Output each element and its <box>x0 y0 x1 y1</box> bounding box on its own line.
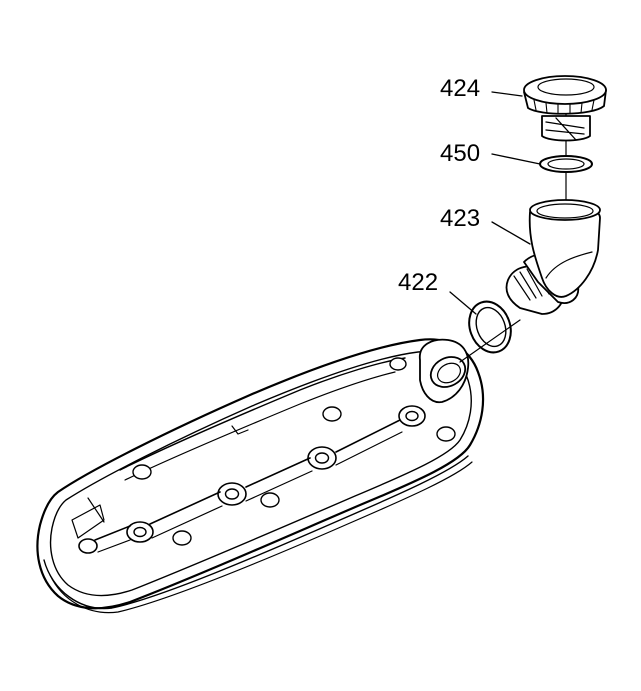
leader-lines <box>449 91 541 315</box>
boss-row <box>132 357 456 546</box>
boss <box>389 357 407 371</box>
valve-cover-inner-rim <box>49 350 472 597</box>
valve-cover-outer-rim <box>36 338 485 610</box>
valve-cover-baffle <box>124 371 396 481</box>
filler-cap-part <box>523 75 607 142</box>
valve-cover-end-line <box>87 497 105 523</box>
oring-outer <box>468 300 512 354</box>
oring-inner <box>475 306 507 348</box>
boss <box>322 406 342 422</box>
valve-cover-flange-edge <box>49 461 473 614</box>
boss <box>172 530 192 546</box>
filler-cap-grip-ribs <box>533 99 595 115</box>
bolt-grommet-hole <box>314 452 330 464</box>
oil-fill-opening-inner <box>436 362 462 384</box>
bolt-grommet <box>307 446 337 470</box>
fill-tube-top-opening-inner <box>536 203 594 219</box>
leader-line-tube <box>491 221 531 245</box>
oring-part <box>468 300 512 354</box>
callout-labels: 424 450 423 422 <box>398 75 480 296</box>
filler-cap-top-inner <box>537 78 595 96</box>
seal-inner <box>547 158 585 170</box>
callout-tube: 423 <box>440 205 480 232</box>
bolt-grommet <box>398 405 426 427</box>
callout-seal: 450 <box>440 140 480 167</box>
valve-cover-flange-lower <box>43 455 469 610</box>
fill-tube-threads <box>513 267 550 301</box>
bolt-grommet-hole <box>224 488 240 500</box>
fill-tube-elbow-contour <box>545 251 593 279</box>
bolt-grommet-row <box>78 405 426 554</box>
callout-oring: 422 <box>398 269 438 296</box>
seal-part <box>539 155 593 173</box>
bolt-grommet <box>126 521 154 543</box>
coil-rail-lower <box>97 431 403 553</box>
boss <box>436 426 456 442</box>
leader-line-oring <box>449 291 477 315</box>
coil-rail <box>94 419 401 541</box>
bolt-grommet <box>217 482 247 506</box>
bolt-grommet-hole <box>405 410 419 422</box>
valve-cover-baffle-notch <box>231 425 249 435</box>
oil-fill-neck <box>419 338 470 404</box>
filler-cap-stem-threads <box>545 117 585 141</box>
valve-cover-end-wall <box>71 504 105 539</box>
leader-line-seal <box>491 153 541 165</box>
fill-tube-top-opening <box>529 199 601 221</box>
valve-cover-top-ridge <box>119 357 406 471</box>
boss <box>260 492 280 508</box>
callout-cap: 424 <box>440 75 480 102</box>
bolt-grommet <box>78 538 98 554</box>
valve-cover <box>36 338 485 614</box>
filler-cap-top <box>523 75 607 105</box>
fill-tube-part <box>505 199 601 315</box>
boss <box>132 464 152 480</box>
bolt-grommet-hole <box>133 526 147 538</box>
leader-line-cap <box>491 91 523 97</box>
